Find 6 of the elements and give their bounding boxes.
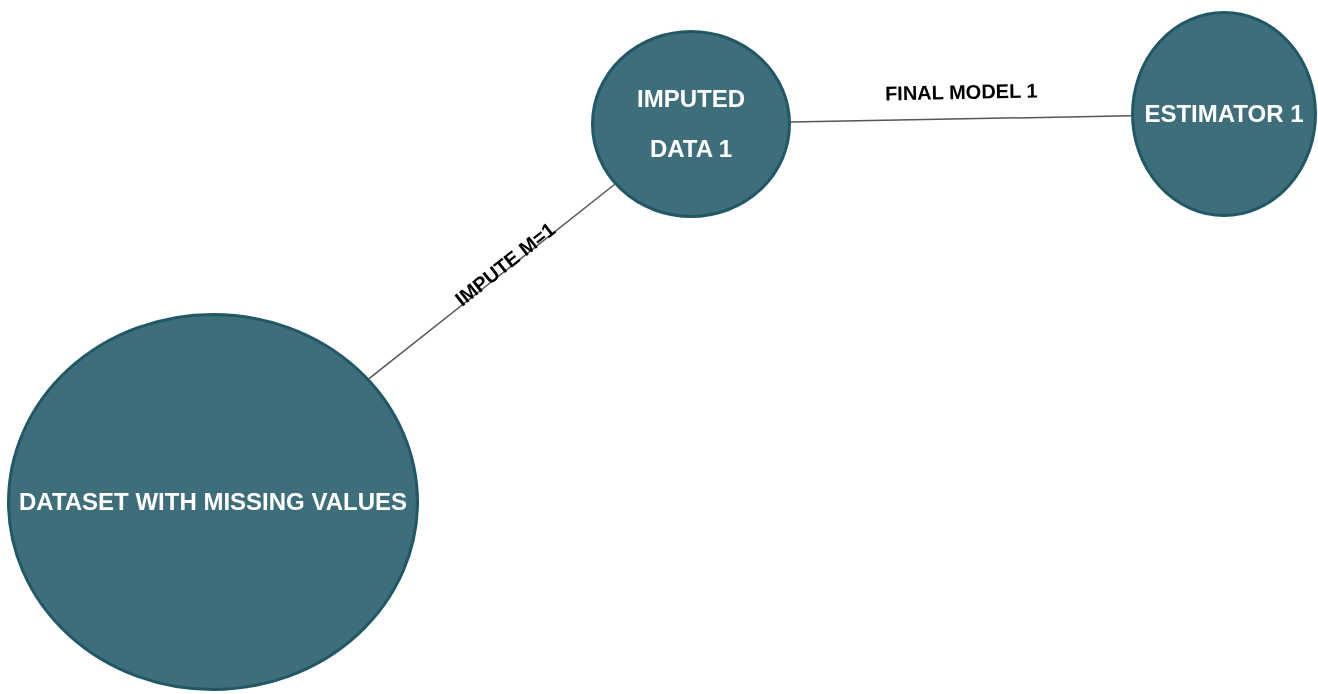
node-label: ESTIMATOR 1 [1143,99,1305,129]
connector-line [368,183,616,380]
node-label: IMPUTED DATA 1 [636,84,746,164]
edge-label: FINAL MODEL 1 [884,80,1038,106]
node-label: DATASET WITH MISSING VALUES [18,487,408,517]
connector-line [790,115,1132,123]
